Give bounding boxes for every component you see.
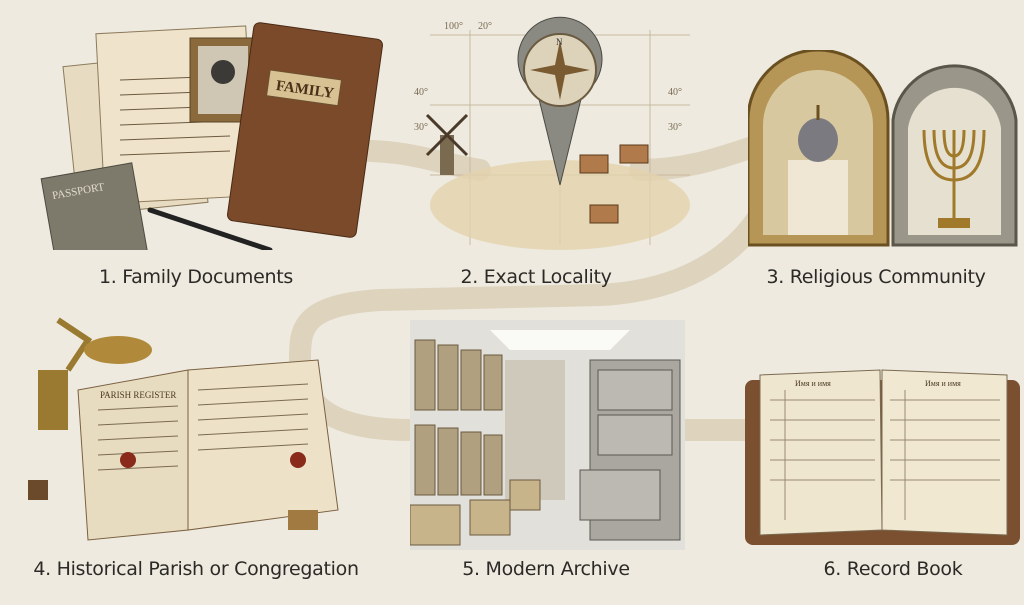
register-title: PARISH REGISTER — [100, 390, 176, 400]
step-label-family-documents: 1. Family Documents — [99, 266, 293, 288]
parish-register-illustration: PARISH REGISTER — [28, 317, 339, 541]
step-label-exact-locality: 2. Exact Locality — [460, 266, 612, 288]
map-tick: 40° — [414, 87, 428, 98]
step-label-religious-community: 3. Religious Community — [766, 266, 986, 288]
modern-archive-illustration — [410, 320, 685, 550]
religious-community-illustration — [748, 50, 1018, 247]
map-tick: 30° — [668, 122, 682, 133]
map-tick: 20° — [478, 21, 492, 32]
compass-north: N — [556, 37, 563, 47]
step-label-historical-parish: 4. Historical Parish or Congregation — [33, 558, 359, 580]
family-documents-illustration: PASSPORT FAMILY — [40, 22, 384, 250]
record-column-header: Имя и имя — [795, 379, 831, 388]
record-book-illustration: Имя и имя Имя и имя — [745, 369, 1020, 545]
step-label-record-book: 6. Record Book — [823, 558, 963, 580]
locality-map-illustration: 100° 20° 40° 30° 40° 30° N — [414, 16, 690, 250]
map-tick: 40° — [668, 87, 682, 98]
map-tick: 30° — [414, 122, 428, 133]
map-tick: 100° — [444, 21, 463, 32]
step-label-modern-archive: 5. Modern Archive — [462, 558, 630, 580]
record-column-header: Имя и имя — [925, 379, 961, 388]
